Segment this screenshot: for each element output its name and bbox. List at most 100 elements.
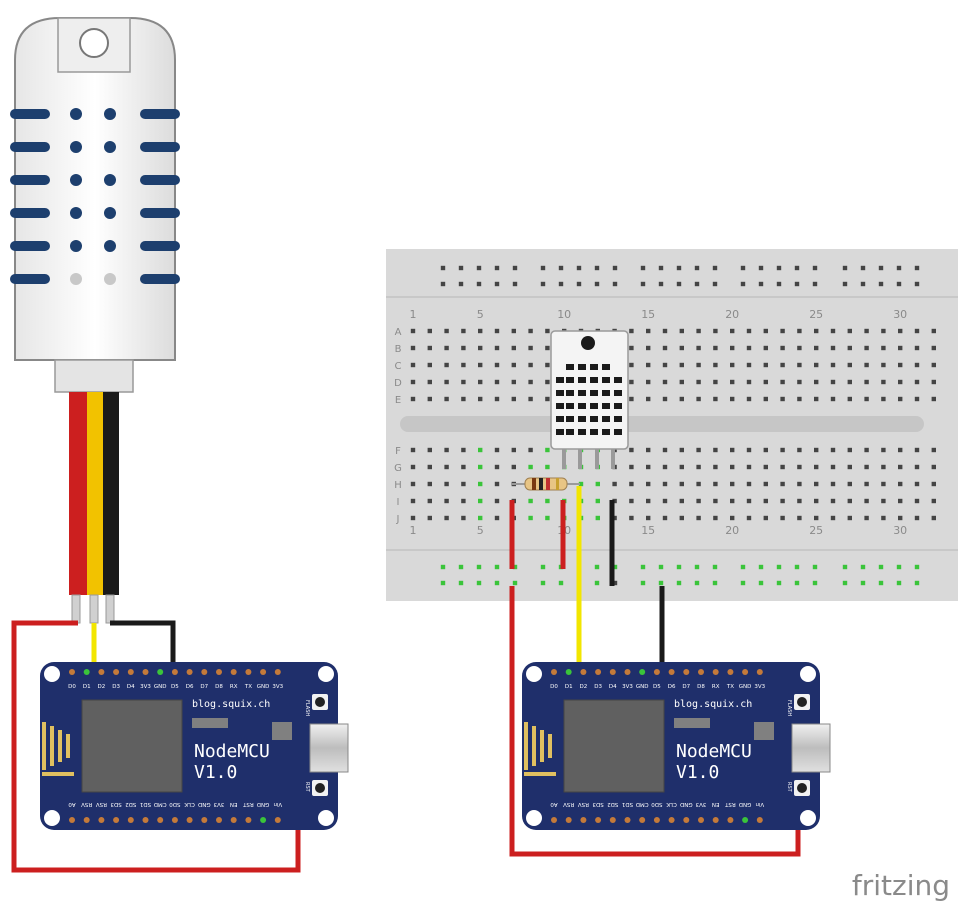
breadboard-hole xyxy=(746,379,752,385)
rail-hole xyxy=(794,564,800,570)
pin-label: 3V3 xyxy=(695,801,706,807)
breadboard-hole xyxy=(914,498,920,504)
rail-hole xyxy=(694,281,700,287)
row-letter: E xyxy=(395,395,401,406)
breadboard-hole xyxy=(494,447,500,453)
vent-hole xyxy=(104,273,116,285)
pin-label: D0 xyxy=(550,684,558,690)
breadboard-hole xyxy=(646,498,651,504)
header-pin xyxy=(551,669,557,675)
header-pin xyxy=(216,817,222,823)
rail-hole xyxy=(476,564,482,570)
rail-hole xyxy=(758,281,764,287)
rail-hole xyxy=(458,580,464,586)
breadboard-hole xyxy=(881,379,886,385)
header-pin xyxy=(127,817,134,823)
rail-hole xyxy=(494,564,500,570)
breadboard-hole xyxy=(410,328,416,334)
mount-hole xyxy=(44,810,60,826)
pin-label: SD0 xyxy=(169,801,181,807)
breadboard-hole xyxy=(410,362,416,368)
header-pin xyxy=(756,669,763,675)
breadboard-hole xyxy=(847,481,852,487)
breadboard-hole xyxy=(545,328,550,334)
rail-hole xyxy=(494,265,500,271)
rail-hole xyxy=(594,564,600,570)
mount-hole xyxy=(800,810,816,826)
header-pin xyxy=(756,817,763,823)
rail-hole xyxy=(640,564,646,570)
rail-hole xyxy=(458,265,464,271)
rail-hole xyxy=(512,564,518,570)
header-pin xyxy=(683,817,690,823)
header-pin xyxy=(186,817,193,823)
breadboard-hole xyxy=(814,379,819,385)
breadboard-hole xyxy=(814,328,819,334)
breadboard-hole xyxy=(797,498,802,504)
pin-label: D2 xyxy=(580,684,588,690)
breadboard-hole xyxy=(898,515,903,521)
breadboard-hole xyxy=(461,464,466,470)
breadboard-hole xyxy=(780,362,785,368)
pin-label: GND xyxy=(739,801,752,807)
breadboard-hole xyxy=(662,328,668,334)
pin-label: A0 xyxy=(68,801,76,807)
vent-slot xyxy=(140,109,180,119)
header-pin xyxy=(683,669,690,675)
rail-hole xyxy=(842,564,848,570)
chip-small xyxy=(192,718,228,728)
breadboard-hole xyxy=(830,464,836,470)
header-pin xyxy=(580,817,587,823)
breadboard-hole xyxy=(797,447,802,453)
esp-module xyxy=(81,699,183,793)
row-letter: C xyxy=(395,361,402,372)
rail-hole xyxy=(896,564,902,570)
rail-hole xyxy=(494,281,500,287)
pin-label: RSV xyxy=(96,801,107,807)
rst-button-icon xyxy=(797,783,807,793)
breadboard-hole xyxy=(612,498,617,504)
column-number: 5 xyxy=(477,308,484,321)
breadboard-hole xyxy=(864,481,869,487)
pin-label: CMD xyxy=(154,801,167,807)
breadboard-hole xyxy=(730,362,735,368)
breadboard-hole xyxy=(814,498,819,504)
flash-button-icon xyxy=(797,697,807,707)
breadboard-hole xyxy=(444,481,449,487)
breadboard-hole xyxy=(730,328,735,334)
header-pin xyxy=(639,669,646,675)
breadboard-hole xyxy=(914,515,920,521)
pin-label: D8 xyxy=(215,684,223,690)
header-pin xyxy=(698,669,704,675)
breadboard-hole xyxy=(780,328,785,334)
pin-label: GND xyxy=(680,801,693,807)
header-pin xyxy=(609,669,616,675)
breadboard-hole xyxy=(898,396,903,402)
pin-label: GND xyxy=(257,684,270,690)
breadboard-hole xyxy=(763,345,768,351)
rail-hole xyxy=(860,281,866,287)
header-pin xyxy=(69,669,75,675)
rail-hole xyxy=(758,564,764,570)
rail-hole xyxy=(658,265,664,271)
header-pin xyxy=(712,817,719,823)
breadboard-hole xyxy=(629,396,634,402)
breadboard-hole xyxy=(780,515,785,521)
rst-button-icon xyxy=(315,783,325,793)
mount-hole xyxy=(318,666,334,682)
breadboard-hole xyxy=(881,464,886,470)
breadboard-hole xyxy=(679,464,684,470)
breadboard-hole xyxy=(864,379,869,385)
header-pin xyxy=(668,669,675,675)
breadboard-hole xyxy=(713,447,718,453)
row-letter: B xyxy=(395,344,402,355)
breadboard-hole xyxy=(461,379,466,385)
breadboard-hole xyxy=(881,498,886,504)
pin-label: RST xyxy=(242,801,253,807)
rail-hole xyxy=(676,281,682,287)
rail-hole xyxy=(758,580,764,586)
breadboard-hole xyxy=(830,447,836,453)
column-number: 20 xyxy=(725,308,739,321)
rail-hole xyxy=(540,580,546,586)
vent-hole xyxy=(104,240,116,252)
